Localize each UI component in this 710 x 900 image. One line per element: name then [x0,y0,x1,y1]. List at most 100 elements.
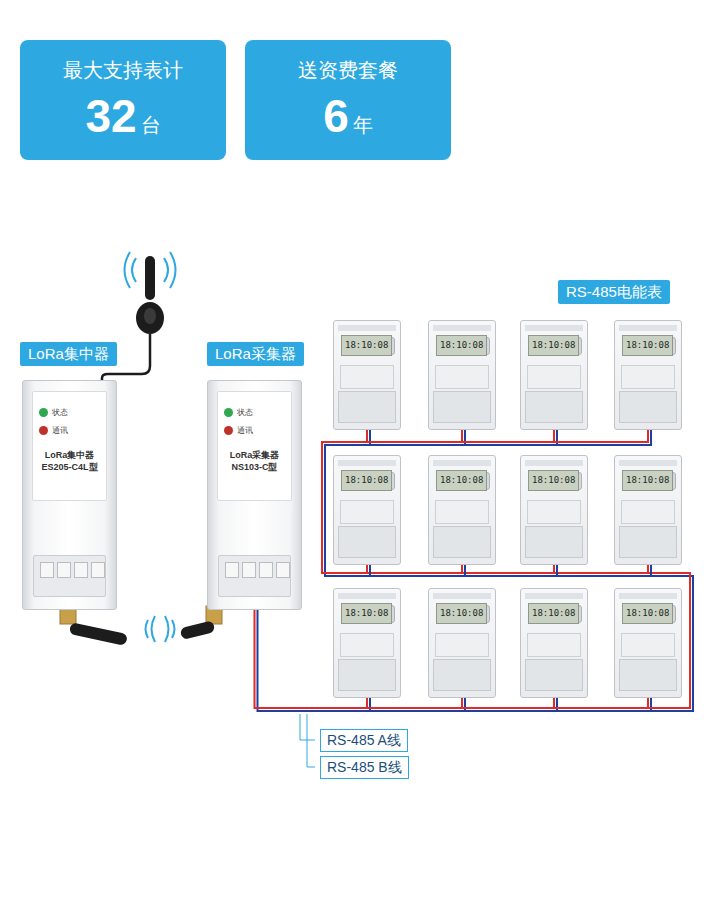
terminal-cell [259,562,273,578]
electric-meter: 18:10:08 [428,455,496,565]
lcd-reading: 18:10:08 [436,603,487,624]
meter-nameplate [621,633,675,657]
stat-box: 最大支持表计 32台 [20,40,226,160]
led-label: 状态 [52,408,68,417]
rs485-a-wire [462,565,554,573]
meter-top [525,325,583,331]
electric-meter: 18:10:08 [333,588,401,698]
rs485-a-wire [462,698,554,708]
meter-terminal [525,659,583,691]
antenna-base [144,308,156,324]
meter-top [433,460,491,466]
wire-label-box: RS-485 B线 [320,756,409,779]
terminal-block [218,555,291,597]
tag-text: RS-485电能表 [566,283,662,300]
wireless-link [146,616,175,642]
stat-unit: 台 [141,114,161,136]
comm-led [224,426,233,435]
antenna-base [136,302,164,334]
meter-nameplate [340,633,394,657]
electric-meter: 18:10:08 [520,320,588,430]
rs485-a-wire [554,565,648,573]
rs485-wire [367,698,465,711]
lora-device: 状态通讯LoRa采集器NS103-C型 [207,380,302,610]
rs485-a-wire [367,698,462,708]
concentrator-antenna [60,606,128,646]
comm-led [39,426,48,435]
meter-terminal [338,659,396,691]
rs485-a-wire [554,430,648,442]
status-led [39,408,48,417]
stat-number: 6 [323,90,349,142]
electric-meter: 18:10:08 [428,588,496,698]
rs485-b-wire [465,698,557,711]
radio-wave [172,620,175,638]
rs485-b-wire [370,698,465,711]
led-row: 状态 [224,407,253,419]
lcd-reading: 18:10:08 [528,470,579,491]
meter-top [619,593,677,599]
radio-wave [170,252,176,288]
electric-meter: 18:10:08 [520,588,588,698]
lcd-reading: 18:10:08 [436,470,487,491]
meter-terminal [525,391,583,423]
meter-nameplate [435,500,489,524]
status-led [224,408,233,417]
lora-device: 状态通讯LoRa集中器ES205-C4L型 [22,380,117,610]
meter-terminal [619,659,677,691]
meter-top [619,460,677,466]
stat-number: 32 [85,90,136,142]
meter-nameplate [340,365,394,389]
stat-box: 送资费套餐 6年 [245,40,451,160]
electric-meter: 18:10:08 [520,455,588,565]
meter-top [338,325,396,331]
wire-tag-text: RS-485 B线 [327,759,402,775]
device-name: LoRa采集器 [208,449,301,461]
label-tag: RS-485电能表 [558,280,670,304]
electric-meter: 18:10:08 [614,455,682,565]
rs485-b-wire [370,565,465,576]
antenna-rod [180,620,216,640]
lcd-reading: 18:10:08 [528,335,579,356]
electric-meter: 18:10:08 [333,455,401,565]
lcd-reading: 18:10:08 [341,335,392,356]
terminal-cell [276,562,290,578]
leader-line [307,714,315,767]
rs485-b-wire [557,698,651,711]
meter-top [433,593,491,599]
rs485-wire [462,565,557,576]
device-model: ES205-C4L型 [23,461,116,473]
radio-wave [165,616,169,642]
device-label: LoRa采集器NS103-C型 [208,449,301,473]
terminal-block [33,555,106,597]
terminal-cell [225,562,239,578]
device-label: LoRa集中器ES205-C4L型 [23,449,116,473]
stat-value-line: 6年 [245,90,451,153]
lcd-reading: 18:10:08 [341,470,392,491]
rs485-wire [554,430,651,445]
radio-wave [132,258,136,282]
terminal-cell [74,562,88,578]
rs485-a-wire [554,698,648,708]
stat-heading: 最大支持表计 [20,58,226,82]
meter-top [525,460,583,466]
meter-terminal [338,526,396,558]
lcd-reading: 18:10:08 [622,470,673,491]
electric-meter: 18:10:08 [614,588,682,698]
stat-unit: 年 [353,114,373,136]
meter-nameplate [435,365,489,389]
tag-text: LoRa采集器 [215,345,296,362]
rs485-a-wire [367,565,462,573]
terminal-cell [40,562,54,578]
stat-heading: 送资费套餐 [245,58,451,82]
wire-label-box: RS-485 A线 [320,729,408,752]
stat-value-line: 32台 [20,90,226,153]
meter-top [338,460,396,466]
collector-antenna [180,606,222,640]
lcd-reading: 18:10:08 [528,603,579,624]
led-label: 状态 [237,408,253,417]
rs485-wire [462,698,557,711]
meter-top [525,593,583,599]
